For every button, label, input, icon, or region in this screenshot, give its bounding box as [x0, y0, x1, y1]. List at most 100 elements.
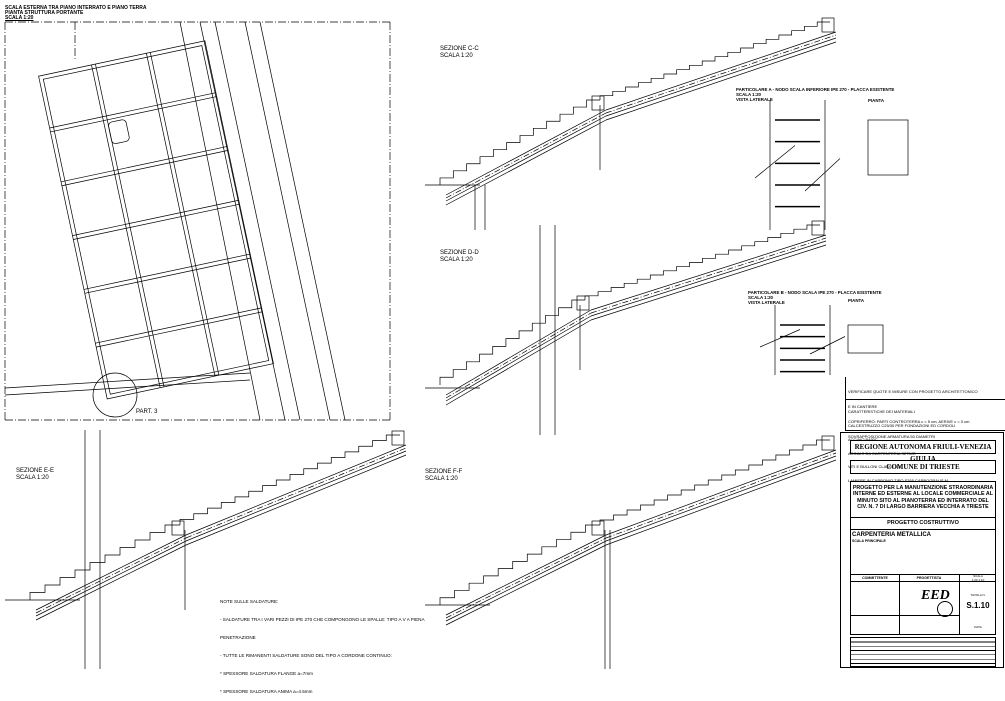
stair-steps: [29, 524, 180, 600]
detail-b-title: PARTICOLARE B - NODO SCALA IPE 270 - PLA…: [748, 290, 882, 295]
drawing-line: [199, 21, 286, 421]
stringer-line: [605, 31, 837, 111]
stringer-line: [445, 109, 607, 196]
drawing-line: [4, 372, 251, 389]
stair-steps: [584, 224, 820, 300]
drawing-line: [214, 21, 301, 421]
drawing-line: [759, 329, 801, 348]
axis-line: [445, 112, 607, 199]
stringer-line: [590, 234, 827, 311]
landing-block: [171, 520, 185, 536]
drawing-line: [804, 158, 841, 192]
axis-line: [445, 312, 592, 399]
note-line: VERIFICARE QUOTE E MISURE CON PROGETTO A…: [848, 389, 978, 394]
drawing-line: [809, 336, 846, 355]
stringer-line: [35, 534, 187, 611]
section-e-scale: SCALA 1:20: [16, 475, 49, 481]
stair-section: [599, 17, 837, 121]
drawing-line: [4, 379, 251, 396]
note-line: - SALDATURE TRA I VARI PEZZI DI IPE 270 …: [220, 617, 425, 622]
stringer-line: [35, 540, 187, 617]
axis-line: [35, 537, 187, 614]
detail-a-view: VISTA LATERALE: [736, 97, 773, 102]
plan-beam: [61, 150, 229, 187]
detail-plan-box: [867, 119, 909, 176]
stringer-line: [185, 450, 407, 542]
detail-b-scale: SCALA 1:20: [748, 295, 773, 300]
plan-title: SCALA ESTERNA TRA PIANO INTERRATO E PIAN…: [5, 5, 147, 11]
landing-block: [811, 220, 825, 236]
stringer-line: [185, 454, 407, 546]
plan-beam: [49, 92, 216, 129]
note-line: * SPESSORE SALDATURA FLANGE a=7mm: [220, 671, 313, 676]
plan-beam: [60, 146, 228, 183]
note-line: NOTE SULLE SALDATURE:: [220, 599, 279, 604]
welding-notes: NOTE SULLE SALDATURE: - SALDATURE TRA I …: [220, 587, 425, 701]
client-label: COMMITTENTE: [862, 576, 888, 580]
drawing-line: [244, 21, 331, 421]
sheet-number: S.1.10: [966, 601, 990, 610]
stringer-line: [185, 444, 407, 536]
plan-beam: [95, 307, 262, 344]
note-line: * SPESSORE SALDATURA ANIMA a=4.5mm: [220, 689, 313, 694]
plan-beam: [149, 52, 220, 376]
landing-block: [591, 520, 605, 536]
section-f-scale: SCALA 1:20: [425, 476, 458, 482]
scale-value: 1:20 1:10: [971, 577, 985, 582]
note-line: - TUTTE LE RIMANENTI SALDATURE SONO DEL …: [220, 653, 392, 658]
plan-beam: [146, 53, 216, 377]
stair-steps: [439, 299, 585, 385]
detail-circle: [92, 372, 138, 418]
stringer-line: [590, 244, 827, 321]
stair-steps: [439, 99, 600, 185]
sheet-label: TAVOLA N.: [970, 593, 986, 597]
stringer-line: [605, 449, 837, 536]
section-c-scale: SCALA 1:20: [440, 53, 473, 59]
stringer-line: [445, 119, 607, 206]
stringer-line: [445, 319, 592, 406]
designer-label: PROGETTISTA: [916, 576, 942, 580]
stringer-line: [605, 41, 837, 121]
material-line: ACCIAIO B450C: [848, 436, 878, 442]
material-line: CARATTERISTICHE DEI MATERIALI: [848, 409, 915, 415]
note-line: PENETRAZIONE: [220, 635, 256, 640]
stair-section: [584, 220, 827, 321]
landing-block: [591, 95, 605, 111]
detail-b-view: VISTA LATERALE: [748, 300, 785, 305]
stringer-line: [445, 115, 607, 202]
municipality-name: COMUNE DI TRIESTE: [850, 460, 996, 474]
stair-section: [439, 295, 592, 406]
drawing-title: CARPENTERIA METALLICA: [852, 532, 931, 538]
plan-beam: [96, 311, 263, 348]
stringer-line: [590, 240, 827, 317]
section-c-title: SEZIONE C-C: [440, 46, 479, 52]
project-phase: PROGETTO COSTRUTTIVO: [887, 520, 959, 526]
plan-outline: [42, 45, 270, 395]
plan-column: [108, 119, 130, 144]
plan-subtitle: PIANTA STRUTTURA PORTANTE: [5, 10, 84, 16]
drawing-line: [754, 145, 796, 179]
plan-beam: [83, 253, 251, 290]
stair-section: [439, 520, 607, 626]
stair-steps: [179, 434, 400, 525]
scale-label: SCALA: [973, 574, 983, 578]
material-line: VITI E BULLONI CLASSE 8.8: [848, 464, 901, 470]
detail-callout: PART. 3: [136, 409, 158, 415]
stair-plan: [38, 40, 274, 400]
stair-section: [29, 520, 187, 621]
section-e-title: SEZIONE E-E: [16, 468, 55, 474]
cad-drawing: [4, 17, 909, 669]
stringer-line: [605, 37, 837, 117]
date-label: DATA: [974, 625, 982, 629]
landing-block: [821, 435, 835, 451]
stair-steps: [599, 21, 830, 100]
stair-steps: [599, 439, 830, 525]
axis-line: [605, 34, 837, 114]
section-d-title: SEZIONE D-D: [440, 250, 479, 256]
stringer-line: [445, 544, 607, 626]
stringer-line: [605, 459, 837, 546]
detail-plan-box: [847, 324, 884, 354]
plan-beam: [84, 257, 252, 294]
project-description: PROGETTO PER LA MANUTENZIONE STRAORDINAR…: [852, 485, 994, 511]
detail-a-scale: SCALA 1:20: [736, 92, 761, 97]
